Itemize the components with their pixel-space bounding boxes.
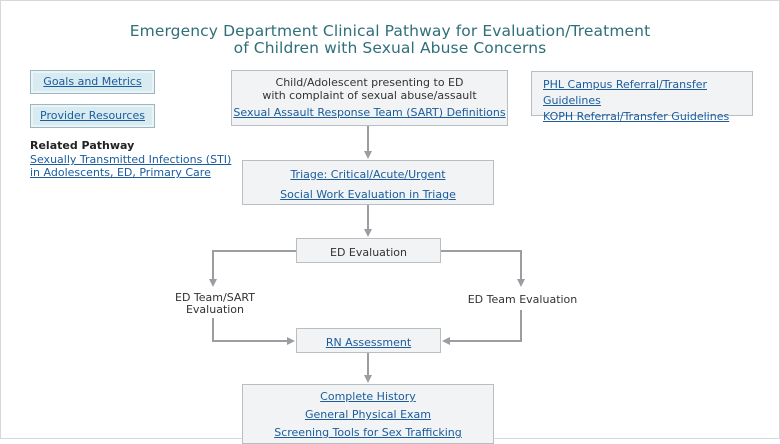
phl-referral-link[interactable]: PHL Campus Referral/Transfer Guidelines: [543, 78, 707, 107]
screening-tools-link[interactable]: Screening Tools for Sex Trafficking: [274, 426, 462, 439]
triage-node: Triage: Critical/Acute/Urgent Social Wor…: [242, 160, 494, 205]
left-branch-label: ED Team/SART Evaluation: [160, 292, 270, 316]
history-exam-node: Complete History General Physical Exam S…: [242, 384, 494, 444]
ed-evaluation-label: ED Evaluation: [330, 246, 407, 259]
page-title-line1: Emergency Department Clinical Pathway fo…: [129, 22, 651, 40]
ed-evaluation-node: ED Evaluation: [296, 238, 441, 263]
koph-referral-link[interactable]: KOPH Referral/Transfer Guidelines: [543, 110, 730, 123]
start-node: Child/Adolescent presenting to ED with c…: [231, 70, 508, 126]
page-title-line2: of Children with Sexual Abuse Concerns: [233, 39, 547, 57]
left-branch-line2: Evaluation: [185, 303, 245, 316]
social-work-link[interactable]: Social Work Evaluation in Triage: [280, 188, 456, 201]
arrow-left-to-rn: [212, 318, 295, 345]
complete-history-link[interactable]: Complete History: [320, 390, 416, 403]
provider-resources-link[interactable]: Provider Resources: [40, 109, 145, 122]
sti-link-line2[interactable]: in Adolescents, ED, Primary Care: [30, 166, 211, 179]
referral-box: PHL Campus Referral/Transfer Guidelines …: [531, 71, 753, 123]
start-node-line1: Child/Adolescent presenting to ED: [275, 76, 464, 89]
sart-definitions-link[interactable]: Sexual Assault Response Team (SART) Defi…: [233, 106, 506, 119]
provider-resources-button[interactable]: Provider Resources: [30, 104, 155, 128]
related-pathway-heading: Related Pathway: [30, 139, 135, 152]
triage-link[interactable]: Triage: Critical/Acute/Urgent: [290, 168, 446, 181]
arrow-right-to-rn: [442, 310, 522, 345]
arrow-ed-to-left-branch: [209, 250, 296, 287]
rn-assessment-link[interactable]: RN Assessment: [325, 336, 412, 349]
start-node-line2: with complaint of sexual abuse/assault: [262, 89, 477, 102]
rn-assessment-node: RN Assessment: [296, 328, 441, 353]
right-branch-label: ED Team Evaluation: [467, 293, 578, 306]
physical-exam-link[interactable]: General Physical Exam: [304, 408, 431, 421]
goals-and-metrics-button[interactable]: Goals and Metrics: [30, 70, 155, 94]
left-branch-line1: ED Team/SART: [175, 291, 255, 304]
sti-link-line1[interactable]: Sexually Transmitted Infections (STI): [30, 153, 232, 166]
arrow-ed-to-right-branch: [441, 250, 525, 287]
goals-and-metrics-link[interactable]: Goals and Metrics: [43, 75, 142, 88]
related-pathway-link[interactable]: Sexually Transmitted Infections (STI) in…: [30, 153, 231, 179]
